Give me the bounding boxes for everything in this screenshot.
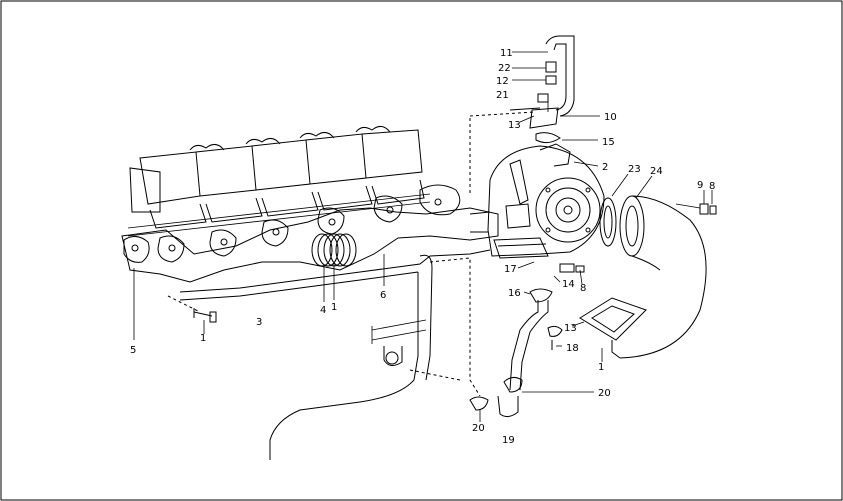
lower-pipe <box>179 249 491 460</box>
callout-15: 15 <box>602 137 615 148</box>
callout-23: 23 <box>628 164 641 175</box>
callout-24: 24 <box>650 166 663 177</box>
callout-10: 10 <box>604 112 617 123</box>
callout-1-bolt: 1 <box>200 333 206 344</box>
callout-12: 12 <box>496 76 509 87</box>
callout-22: 22 <box>498 63 511 74</box>
callout-9: 9 <box>697 180 703 191</box>
callout-18: 18 <box>566 343 579 354</box>
exhaust-manifold <box>121 184 499 283</box>
bolt-7 <box>167 295 217 323</box>
oil-return-line <box>409 257 585 418</box>
callout-16: 16 <box>508 288 521 299</box>
outlet-flange <box>599 195 707 359</box>
callout-2: 2 <box>602 162 608 173</box>
callout-8-right: 8 <box>709 181 715 192</box>
callout-numbers: 11 22 12 21 13 10 15 2 23 24 9 8 17 14 8… <box>130 48 715 446</box>
callout-1-bellows: 1 <box>331 302 337 313</box>
callout-19: 19 <box>502 435 515 446</box>
leader-lines <box>133 51 713 422</box>
callout-3: 3 <box>256 317 262 328</box>
callout-11: 11 <box>500 48 513 59</box>
outlet-flange-plate <box>579 297 647 359</box>
callout-21: 21 <box>496 90 509 101</box>
callout-20-left: 20 <box>472 423 485 434</box>
callout-17: 17 <box>504 264 517 275</box>
bellows-compensator <box>311 233 357 267</box>
cylinder-heads <box>127 126 431 237</box>
callout-4: 4 <box>320 305 326 316</box>
callout-8-lower: 8 <box>580 283 586 294</box>
callout-1-right: 1 <box>598 362 604 373</box>
callout-20-right: 20 <box>598 388 611 399</box>
callout-13-lower: 13 <box>564 323 577 334</box>
flange-bolt-9 <box>675 203 717 215</box>
turbocharger <box>469 143 605 259</box>
callout-14: 14 <box>562 279 575 290</box>
callout-5: 5 <box>130 345 136 356</box>
callout-6: 6 <box>380 290 386 301</box>
oil-feed-line <box>469 35 575 196</box>
callout-13-top: 13 <box>508 120 521 131</box>
